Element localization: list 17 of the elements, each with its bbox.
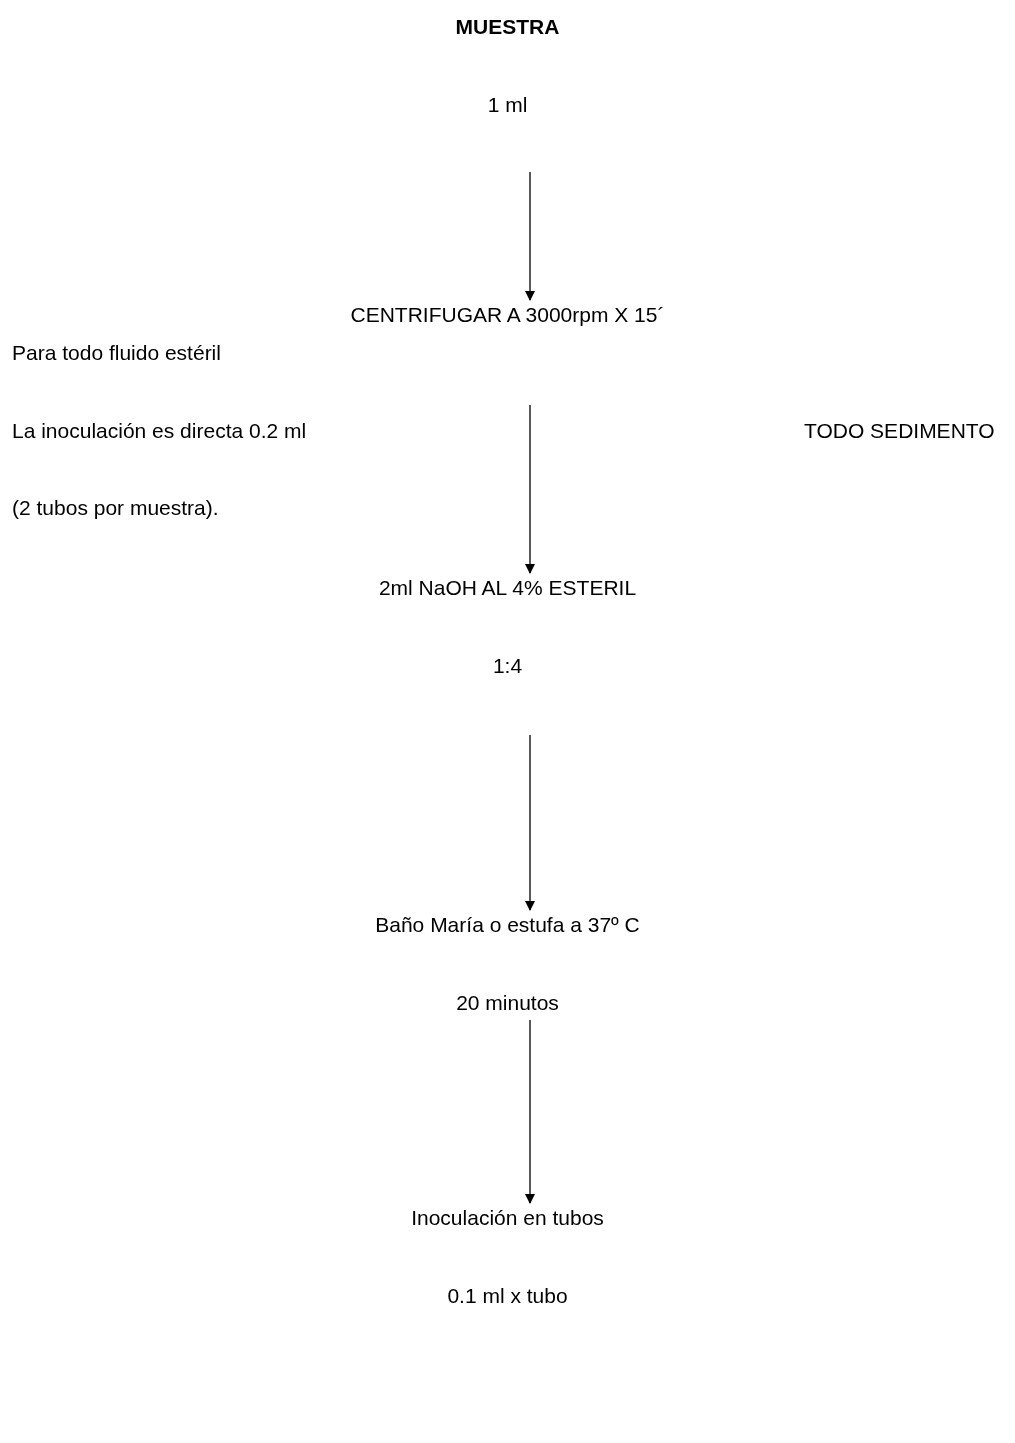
note-text: (2 tubos por muestra). (12, 495, 219, 521)
step-detail: 1:4 (492, 653, 523, 679)
note-text: La inoculación es directa 0.2 ml (12, 418, 307, 444)
step-detail: 0.1 ml x tubo (447, 1283, 568, 1309)
step-detail: 20 minutos (456, 990, 559, 1016)
step-title: CENTRIFUGAR A 3000rpm X 15´ (350, 302, 665, 328)
arrow (525, 404, 535, 574)
arrow (525, 734, 535, 911)
note-text: Para todo fluido estéril (12, 340, 221, 366)
note-text: TODO SEDIMENTO (804, 418, 995, 444)
step-title: Baño María o estufa a 37º C (375, 912, 640, 938)
step-detail: 1 ml (487, 92, 528, 118)
arrow (525, 1019, 535, 1204)
arrow (525, 171, 535, 301)
step-title: 2ml NaOH AL 4% ESTERIL (378, 575, 637, 601)
step-title: MUESTRA (455, 14, 560, 40)
step-title: Inoculación en tubos (411, 1205, 604, 1231)
